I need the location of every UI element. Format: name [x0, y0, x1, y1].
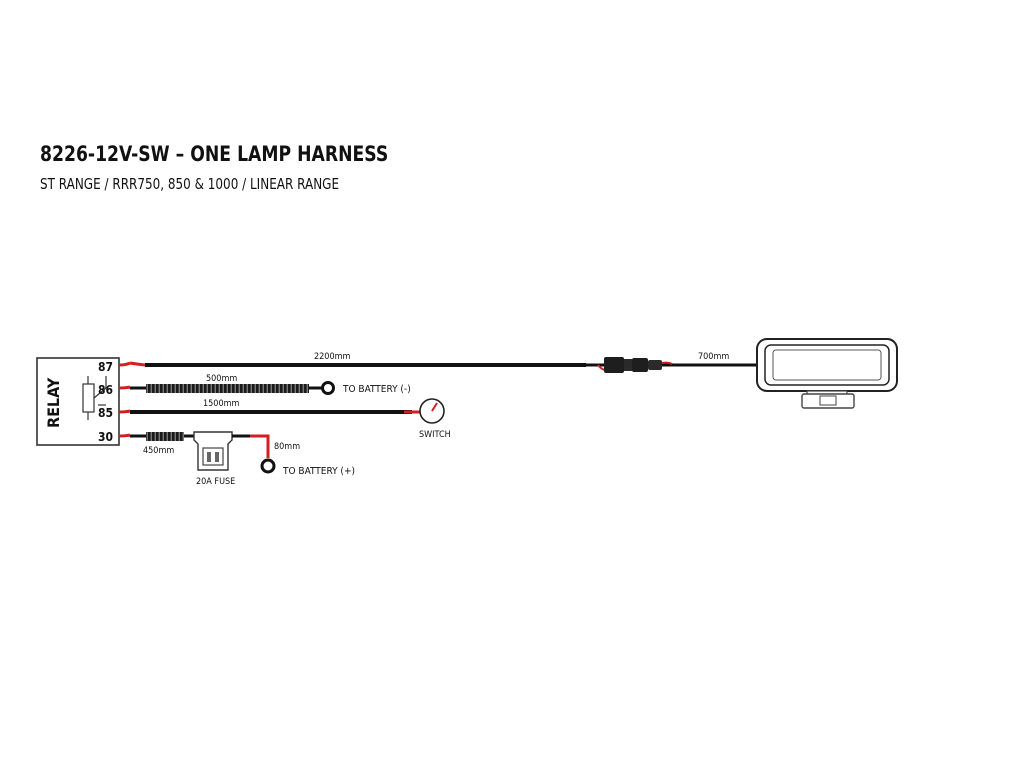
page-title: 8226-12V-SW – ONE LAMP HARNESS [40, 142, 389, 166]
page-subtitle: ST RANGE / RRR750, 850 & 1000 / LINEAR R… [40, 175, 340, 193]
lamp-connector [586, 357, 676, 373]
fuse-label: 20A FUSE [196, 477, 235, 487]
wire-87: 2200mm [118, 352, 586, 367]
pin-87-label: 87 [98, 360, 113, 374]
lamp [756, 338, 898, 409]
wire-86: 500mm TO BATTERY (-) [118, 374, 411, 395]
wire-86-length: 500mm [206, 374, 237, 384]
wire-87-length: 2200mm [314, 352, 350, 362]
battery-pos-label: TO BATTERY (+) [282, 466, 355, 477]
pin-86-label: 86 [98, 383, 113, 397]
wire-86-conduit [146, 384, 309, 393]
fuse-holder: 20A FUSE [193, 431, 235, 487]
pin-30-label: 30 [98, 430, 113, 444]
relay: RELAY 87 86 85 30 [36, 357, 120, 446]
wire-30: 450mm 20A FUSE 80mm TO BATTERY (+) [118, 431, 355, 487]
ring-terminal-icon [321, 381, 335, 395]
relay-label: RELAY [44, 377, 63, 428]
battery-neg-label: TO BATTERY (-) [342, 384, 411, 395]
wire-30-length: 450mm [143, 446, 174, 456]
wire-30-conduit [146, 432, 184, 441]
relay-body [36, 357, 120, 446]
wire-lamp-length: 700mm [698, 352, 729, 362]
wire-85-length: 1500mm [203, 399, 239, 409]
switch-label: SWITCH [419, 430, 451, 440]
fuse-out-length: 80mm [274, 442, 300, 452]
relay-symbol [82, 376, 107, 420]
ring-terminal-pos-icon [260, 458, 276, 474]
pin-85-label: 85 [98, 406, 113, 420]
wire-85: 1500mm SWITCH [118, 398, 451, 440]
wire-lamp: 700mm [676, 352, 770, 367]
